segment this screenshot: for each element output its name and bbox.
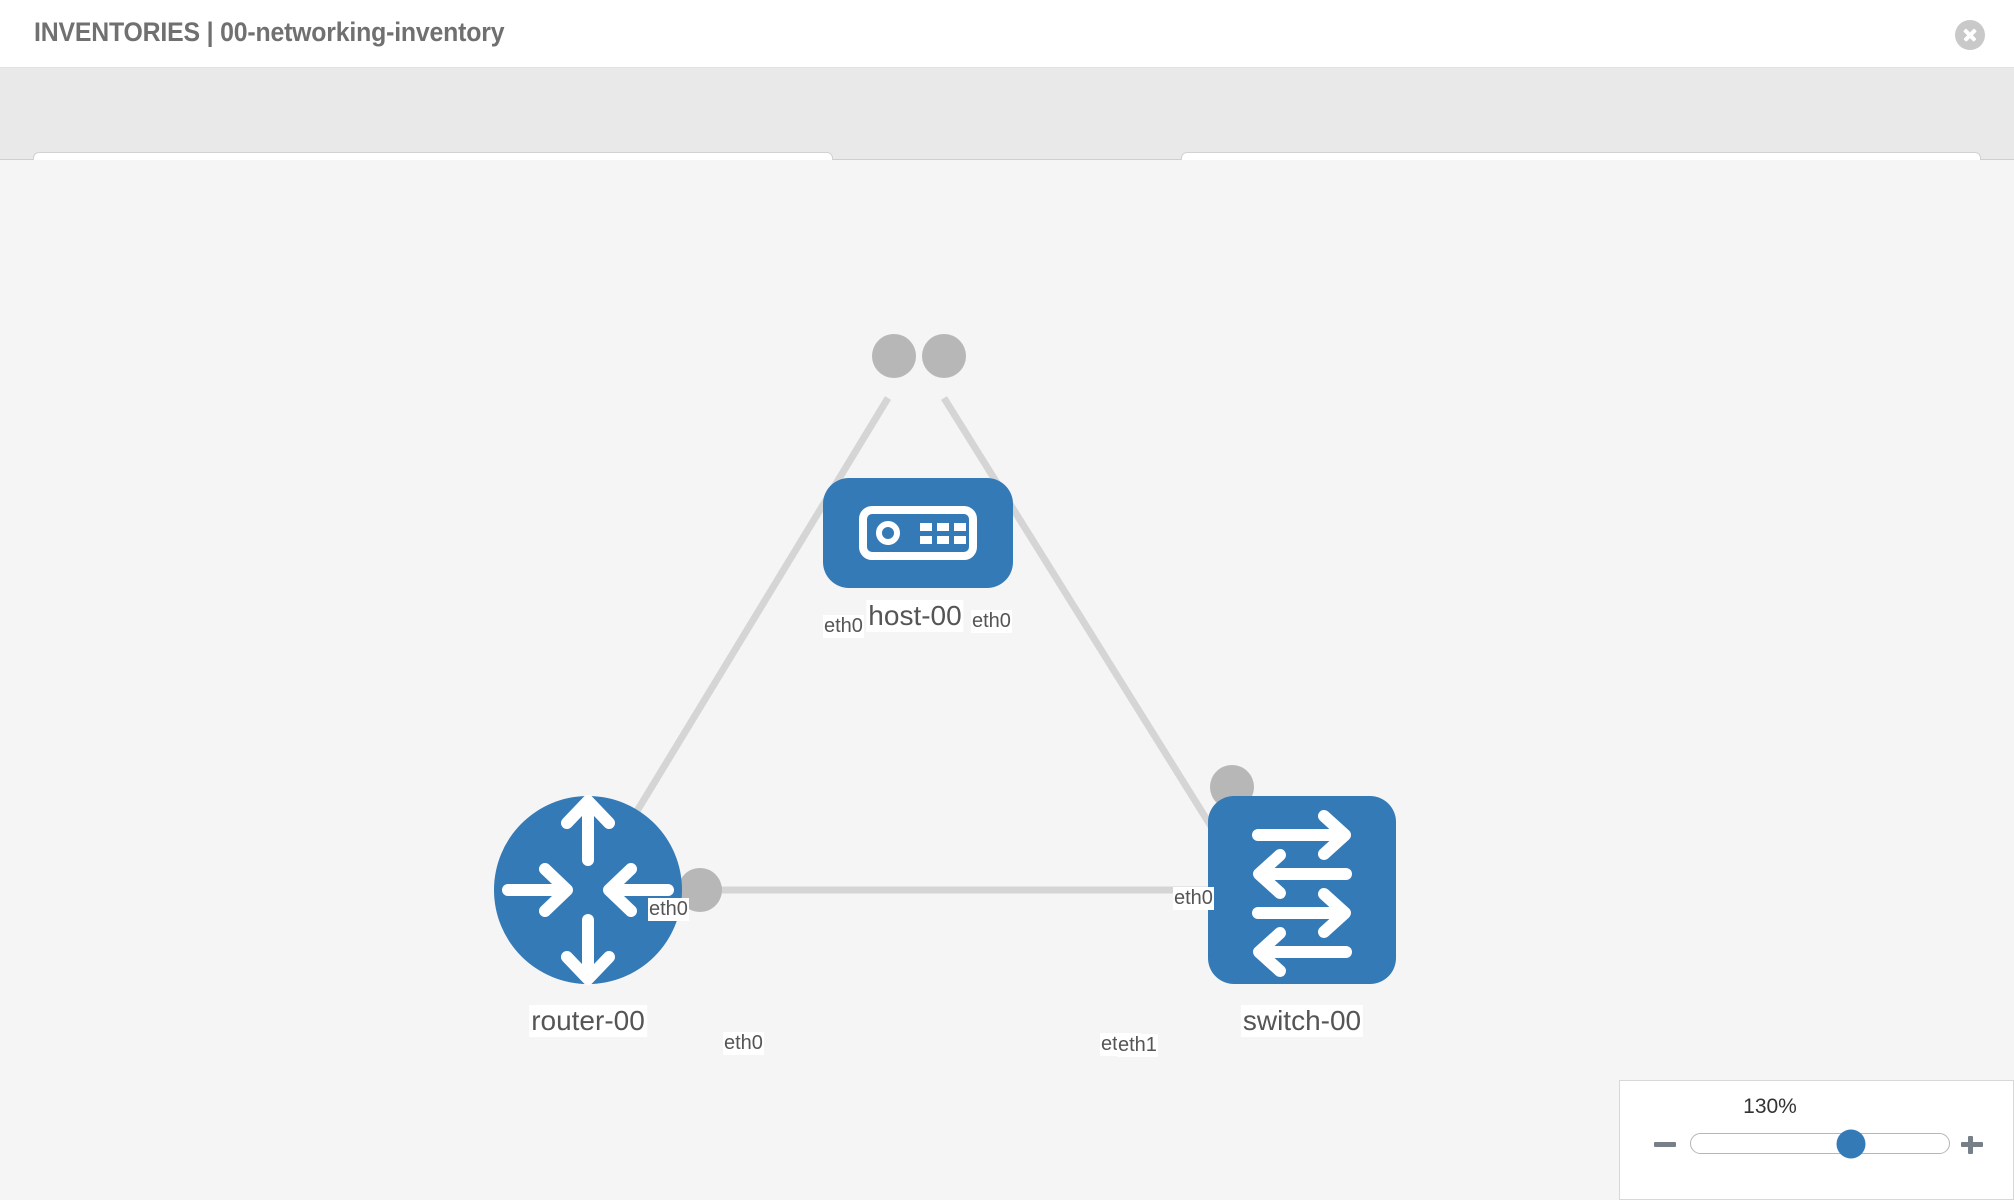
zoom-slider-thumb[interactable]: [1836, 1129, 1866, 1158]
page-title: INVENTORIES | 00-networking-inventory: [34, 17, 505, 47]
topology-interface-dots: [678, 334, 1254, 912]
node-switch-00: [1208, 796, 1396, 984]
interface-label: eth0: [723, 1032, 764, 1055]
node-label-host-00: host-00: [866, 600, 964, 632]
server-icon: [859, 506, 977, 560]
interface-label: eth0: [971, 610, 1012, 633]
zoom-percent-label: 130%: [1743, 1095, 1797, 1118]
node-host-00: [823, 478, 1013, 588]
page-header: INVENTORIES | 00-networking-inventory: [0, 0, 2014, 68]
node-router-00-shape: [494, 796, 682, 984]
interface-label: eth0: [1173, 887, 1214, 910]
interface-label: eth1: [1117, 1034, 1158, 1057]
zoom-in-button[interactable]: [1959, 1131, 1985, 1157]
node-label-switch-00: switch-00: [1240, 1005, 1364, 1037]
topology-canvas[interactable]: host-00 router-00 switch-00 eth0 eth0 et…: [0, 160, 2014, 1200]
switch-arrows-icon: [1252, 810, 1352, 977]
node-switch-00-shape: [1208, 796, 1396, 984]
interface-label: eth0: [648, 898, 689, 921]
topology-links: [597, 396, 1235, 894]
router-arrows-icon: [502, 795, 674, 985]
zoom-out-button[interactable]: [1652, 1131, 1678, 1157]
interface-dot: [678, 868, 722, 912]
topology-graph: [494, 334, 1396, 985]
zoom-control-panel: 130%: [1619, 1080, 2014, 1200]
link-host00-router00: [597, 396, 891, 874]
node-host-00-shape: [823, 478, 1013, 588]
interface-dot: [872, 334, 916, 378]
node-router-00: [494, 795, 682, 985]
interface-label: eth0: [823, 615, 864, 638]
link-host00-switch00: [941, 396, 1235, 862]
node-label-router-00: router-00: [529, 1005, 647, 1037]
interface-dot: [922, 334, 966, 378]
close-icon[interactable]: [1955, 20, 1985, 50]
zoom-slider[interactable]: [1690, 1129, 1950, 1158]
toolbar: ACTIONS SEARCH: [0, 68, 2014, 204]
